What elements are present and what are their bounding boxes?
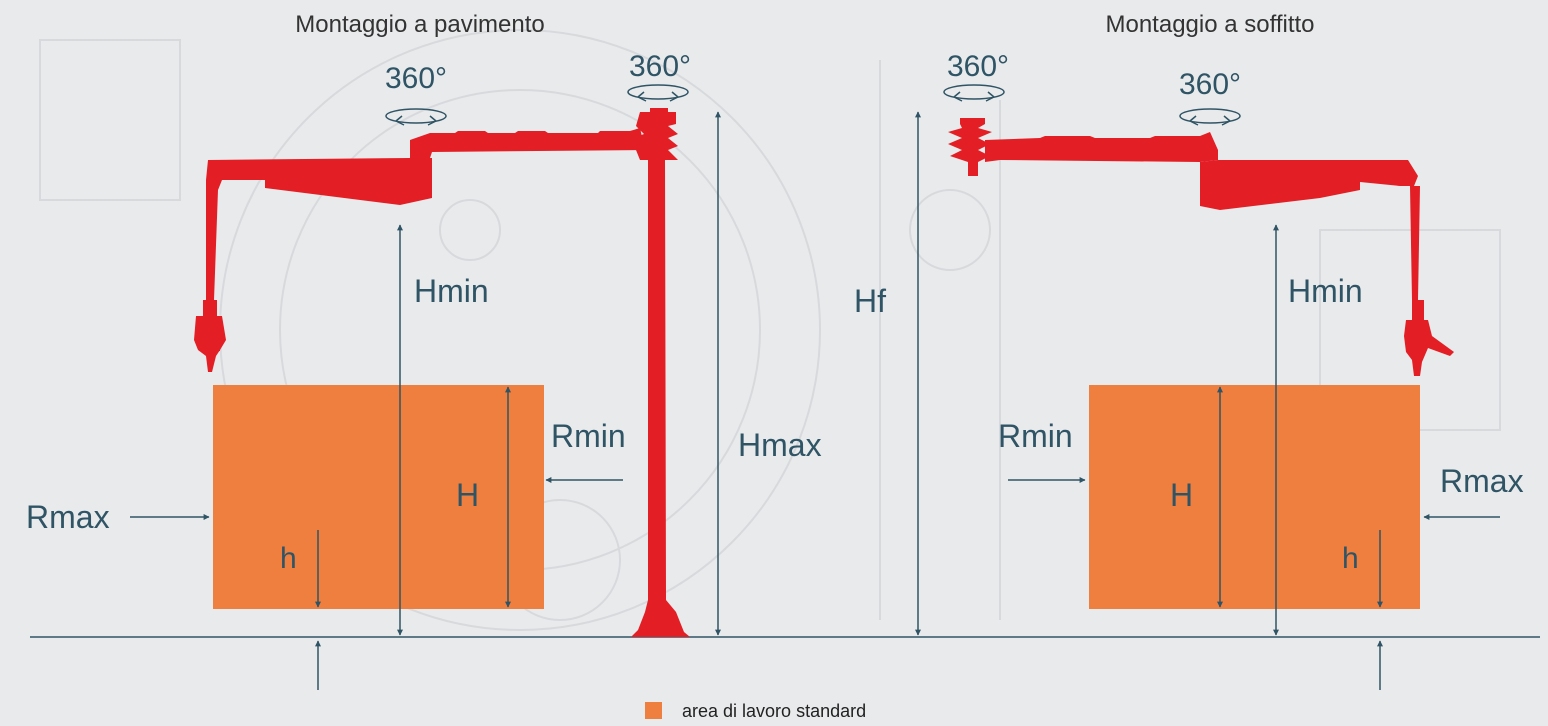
right-work-area — [1089, 385, 1420, 609]
right-mount-rotation-label: 360° — [947, 50, 1009, 83]
left-hmin-label: Hmin — [414, 273, 489, 309]
left-column-rotation-label: 360° — [629, 50, 691, 83]
ceiling-manipulator — [948, 118, 1454, 376]
left-hmax-label: Hmax — [738, 427, 822, 463]
left-arm-rotation-label: 360° — [385, 62, 447, 95]
right-arm-rotation-label: 360° — [1179, 68, 1241, 101]
left-rmax-label: Rmax — [26, 499, 110, 535]
left-rmin-label: Rmin — [551, 418, 626, 454]
left-h-label: h — [280, 542, 297, 575]
right-title: Montaggio a soffitto — [1105, 11, 1314, 38]
right-hf-label: Hf — [854, 283, 886, 319]
right-hmin-label: Hmin — [1288, 273, 1363, 309]
right-mount-rotation-icon — [943, 84, 1005, 102]
left-column-rotation-icon — [627, 84, 689, 102]
left-work-area — [213, 385, 544, 609]
right-h-label: h — [1342, 542, 1359, 575]
right-arm-rotation-icon — [1179, 108, 1241, 126]
right-rmin-label: Rmin — [998, 418, 1073, 454]
floor-manipulator — [194, 108, 690, 637]
left-dimension-lines — [130, 111, 721, 690]
right-rmax-label: Rmax — [1440, 463, 1524, 499]
left-title: Montaggio a pavimento — [295, 11, 545, 38]
right-H-label: H — [1170, 477, 1193, 513]
legend-swatch — [645, 702, 662, 719]
left-arm-rotation-icon — [385, 108, 447, 126]
left-H-label: H — [456, 477, 479, 513]
legend-label: area di lavoro standard — [682, 701, 866, 721]
right-dimension-lines — [915, 111, 1500, 690]
